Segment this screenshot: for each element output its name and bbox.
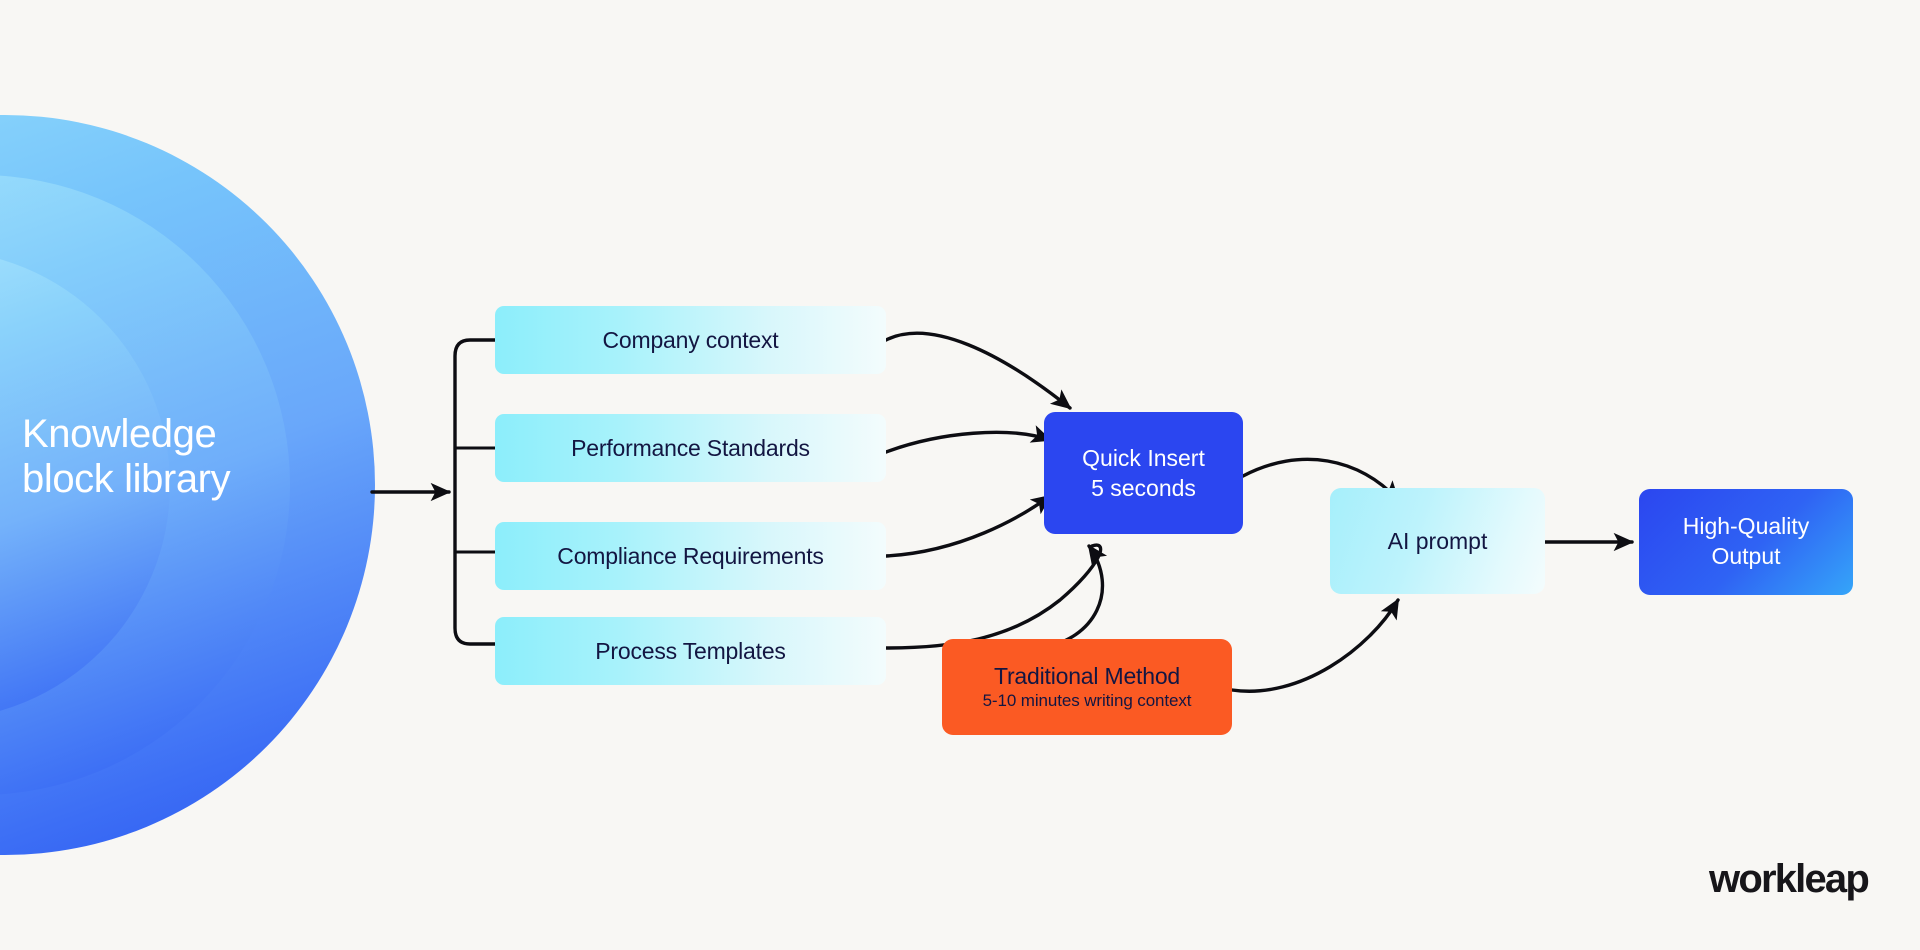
- knowledge-block-label: Performance Standards: [571, 434, 810, 461]
- traditional-method-subtitle: 5-10 minutes writing context: [982, 691, 1192, 710]
- connector-process-templates-to-quick-insert: [884, 543, 1103, 650]
- connector-compliance-to-quick-insert: [884, 494, 1052, 558]
- ai-prompt-node[interactable]: AI prompt: [1330, 488, 1545, 594]
- connector-bracket-spine: [453, 338, 497, 646]
- knowledge-block-compliance-requirements[interactable]: Compliance Requirements: [495, 522, 886, 590]
- knowledge-block-label: Process Templates: [595, 637, 786, 664]
- connector-traditional-to-ai-prompt: [1230, 598, 1400, 693]
- knowledge-block-label: Company context: [602, 326, 779, 353]
- connector-performance-standards-to-quick-insert: [884, 425, 1052, 454]
- output-node[interactable]: High-Quality Output: [1639, 489, 1853, 595]
- knowledge-block-label: Compliance Requirements: [557, 542, 824, 569]
- quick-insert-node[interactable]: Quick Insert 5 seconds: [1044, 412, 1243, 534]
- knowledge-block-performance-standards[interactable]: Performance Standards: [495, 414, 886, 482]
- quick-insert-title: Quick Insert: [1082, 444, 1205, 471]
- workleap-logo: workleap: [1709, 857, 1870, 901]
- connector-company-context-to-quick-insert: [884, 331, 1072, 410]
- traditional-method-node[interactable]: Traditional Method 5-10 minutes writing …: [942, 639, 1232, 735]
- knowledge-block-company-context[interactable]: Company context: [495, 306, 886, 374]
- connector-process-templates-arrowhead: [1038, 544, 1108, 650]
- connector-quick-insert-to-ai-prompt: [1241, 457, 1400, 502]
- quick-insert-subtitle: 5 seconds: [1091, 475, 1196, 501]
- knowledge-source-label: Knowledge block library: [22, 412, 231, 501]
- ai-prompt-label: AI prompt: [1387, 527, 1488, 554]
- traditional-method-title: Traditional Method: [993, 663, 1181, 689]
- output-label: High-Quality Output: [1682, 513, 1810, 569]
- knowledge-block-process-templates[interactable]: Process Templates: [495, 617, 886, 685]
